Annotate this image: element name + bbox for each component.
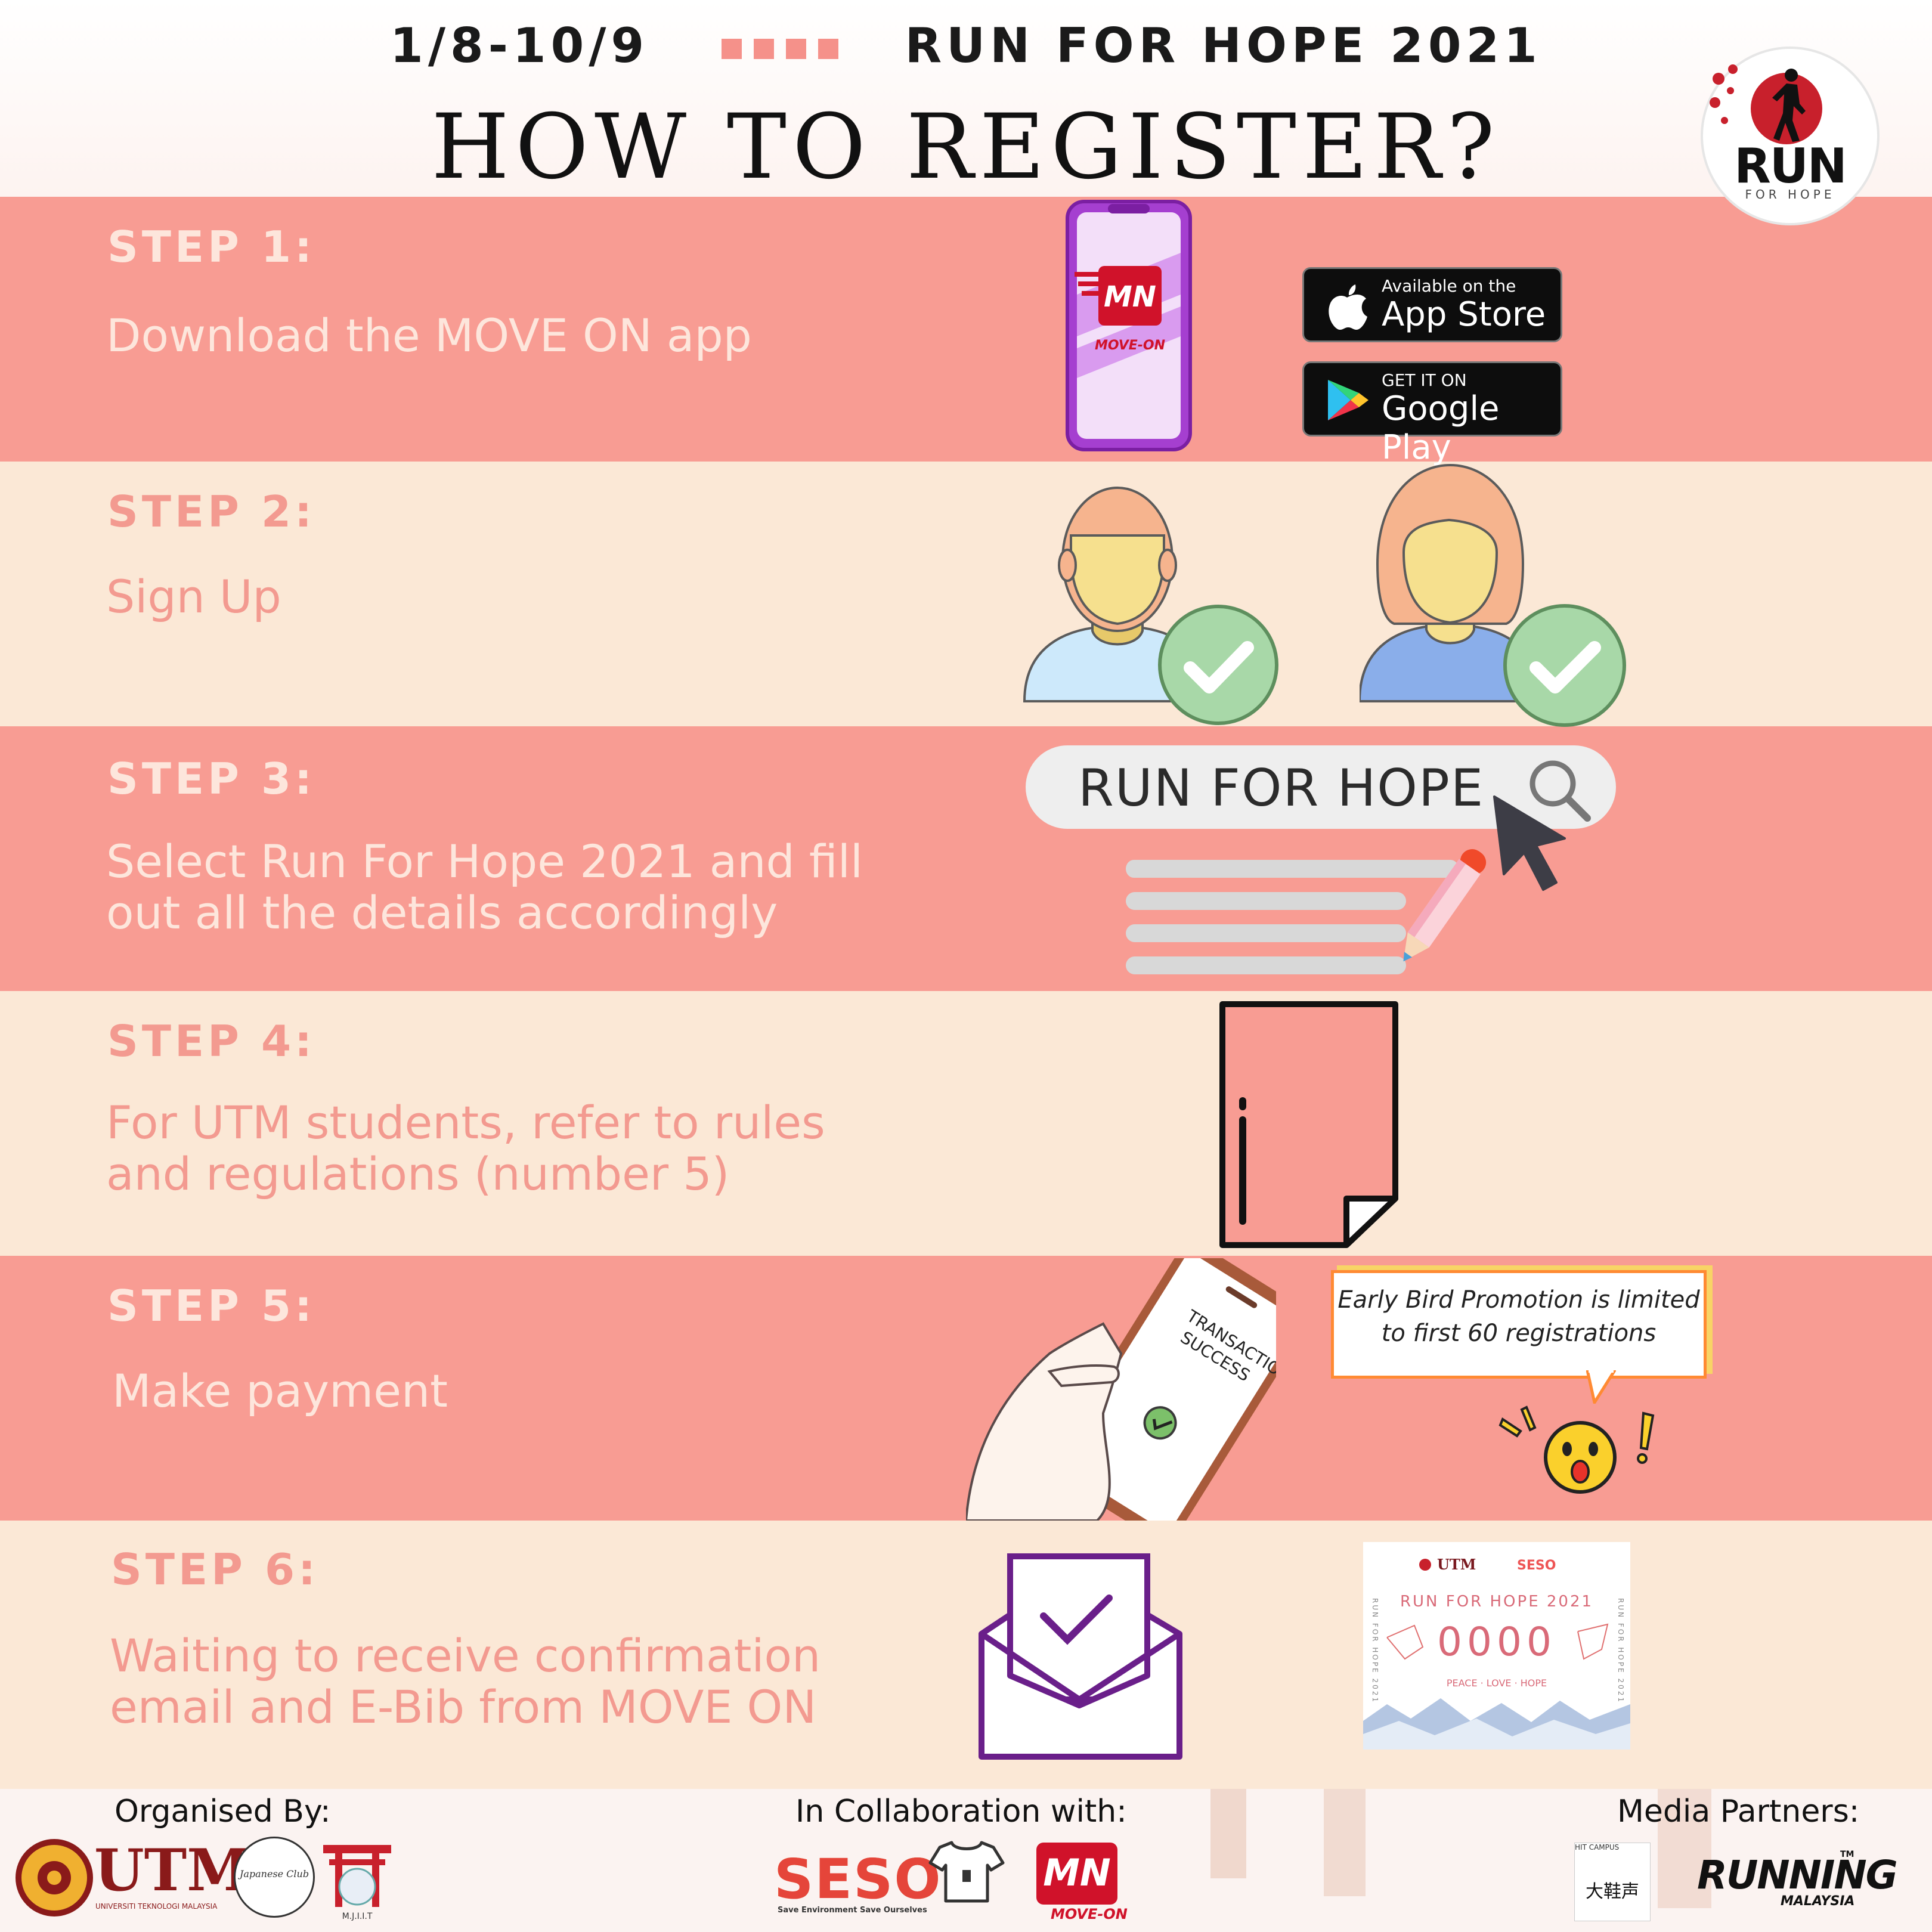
- app-store-small: Available on the: [1382, 276, 1516, 296]
- phone-app-logo: MN: [1104, 280, 1156, 314]
- hit-campus-logo: HIT CAMPUS 大鞋声: [1574, 1843, 1651, 1921]
- search-text: RUN FOR HOPE: [1078, 758, 1485, 818]
- step-3-label: STEP 3:: [107, 754, 315, 804]
- step-4-label: STEP 4:: [107, 1016, 315, 1066]
- step-5-label: STEP 5:: [107, 1281, 315, 1331]
- promo-line1: Early Bird Promotion is limited: [1337, 1286, 1700, 1314]
- mjiit-torii-icon: M.J.I.I.T: [323, 1845, 391, 1921]
- document-icon: [1219, 1001, 1398, 1248]
- app-store-button[interactable]: Available on the App Store: [1302, 267, 1562, 342]
- ebib-preview: UTM SESO RUN FOR HOPE 2021 0000 PEACE · …: [1363, 1542, 1630, 1750]
- step-4-text-line2: and regulations (number 5): [106, 1147, 730, 1200]
- running-tm: TM: [1840, 1850, 1854, 1859]
- ebib-side-left: RUN FOR HOPE 2021: [1371, 1598, 1379, 1704]
- media-partners-label: Media Partners:: [1617, 1794, 1860, 1829]
- step-4-text-line1: For UTM students, refer to rules: [106, 1096, 825, 1149]
- ebib-sponsor-utm: UTM: [1437, 1556, 1476, 1573]
- hit-campus-chinese: 大鞋声: [1586, 1881, 1639, 1902]
- step-5-text: Make payment: [112, 1364, 448, 1417]
- divider-square: [818, 39, 838, 60]
- running-malaysia-sub: MALAYSIA: [1781, 1894, 1855, 1909]
- runner-icon: [1772, 69, 1806, 142]
- hit-campus-text: HIT CAMPUS: [1575, 1843, 1620, 1852]
- run-for-hope-logo: RUN FOR HOPE: [1701, 47, 1880, 225]
- step-2-label: STEP 2:: [107, 487, 315, 537]
- step-1-band: STEP 1: Download the MOVE ON app: [0, 197, 1932, 462]
- event-line: 1/8-10/9 RUN FOR HOPE 2021: [0, 18, 1932, 73]
- google-play-button[interactable]: GET IT ON Google Play: [1302, 361, 1562, 467]
- logo-word: RUN: [1734, 138, 1847, 194]
- search-icon: [1530, 760, 1591, 822]
- ebib-tagline: PEACE · LOVE · HOPE: [1447, 1677, 1547, 1689]
- utm-logo: UTM: [94, 1837, 250, 1904]
- apple-icon: [1329, 284, 1367, 330]
- step-6-text-line1: Waiting to receive confirmation: [110, 1629, 821, 1682]
- form-lines: [1126, 860, 1459, 974]
- search-input[interactable]: RUN FOR HOPE: [1026, 745, 1616, 829]
- promo-line2: to first 60 registrations: [1381, 1320, 1657, 1347]
- ebib-sponsor-seso: SESO: [1517, 1558, 1556, 1573]
- google-play-big: Google Play: [1382, 389, 1500, 467]
- divider-square: [721, 39, 742, 60]
- japanese-club-logo: Japanese Club: [234, 1837, 315, 1918]
- organised-by-label: Organised By:: [114, 1794, 331, 1829]
- step-6-text-line2: email and E-Bib from MOVE ON: [110, 1680, 817, 1733]
- ebib-digits: 0000: [1437, 1619, 1556, 1665]
- step-3-text-line1: Select Run For Hope 2021 and fill: [106, 835, 863, 888]
- mjiit-text: M.J.I.I.T: [342, 1912, 373, 1921]
- utm-subtitle: UNIVERSITI TEKNOLOGI MALAYSIA: [95, 1902, 218, 1911]
- divider-square: [753, 39, 774, 60]
- step-2-text: Sign Up: [106, 570, 281, 623]
- step-6-band: STEP 6: Waiting to receive confirmation …: [0, 1521, 1932, 1789]
- moveon-logo: MN: [1036, 1843, 1117, 1905]
- event-name: RUN FOR HOPE 2021: [905, 18, 1542, 73]
- step-3-text-line2: out all the details accordingly: [106, 886, 778, 939]
- phone-icon: MN MOVE-ON: [1066, 200, 1192, 451]
- female-user-icon: [1360, 463, 1543, 702]
- moveon-logo-text: MN: [1043, 1851, 1111, 1894]
- moveon-label: MOVE-ON: [1051, 1906, 1128, 1922]
- ebib-side-right: RUN FOR HOPE 2021: [1617, 1598, 1625, 1704]
- pencil-icon: [1403, 849, 1487, 962]
- step-6-label: STEP 6:: [111, 1544, 319, 1594]
- page-title: HOW TO REGISTER?: [431, 95, 1501, 199]
- running-malaysia-logo: RUNNING: [1697, 1852, 1898, 1898]
- step-3-band: STEP 3: Select Run For Hope 2021 and fil…: [0, 726, 1932, 991]
- seso-subtitle: Save Environment Save Ourselves: [778, 1906, 927, 1915]
- check-icon: [1503, 604, 1626, 727]
- payment-phone-icon: TRANSACTION SUCCESS: [966, 1258, 1276, 1521]
- app-store-big: App Store: [1382, 295, 1546, 334]
- surprised-emoji-icon: [1498, 1405, 1655, 1494]
- japanese-club-text: Japanese Club: [239, 1868, 309, 1880]
- collaboration-label: In Collaboration with:: [795, 1794, 1127, 1829]
- step-1-text: Download the MOVE ON app: [106, 309, 752, 362]
- step-4-band: STEP 4: For UTM students, refer to rules…: [0, 991, 1932, 1256]
- cherry-blossom-icon: [1710, 64, 1738, 124]
- utm-crest-icon: [16, 1839, 93, 1916]
- step-2-band: STEP 2: Sign Up: [0, 462, 1932, 726]
- ebib-title: RUN FOR HOPE 2021: [1400, 1593, 1593, 1611]
- tshirt-icon: [928, 1841, 1005, 1903]
- early-bird-promo: Early Bird Promotion is limited to first…: [1331, 1270, 1707, 1379]
- date-range: 1/8-10/9: [390, 18, 649, 73]
- cursor-icon[interactable]: [1491, 793, 1568, 894]
- email-icon[interactable]: [978, 1550, 1183, 1760]
- step-1-label: STEP 1:: [107, 222, 315, 272]
- header: 1/8-10/9 RUN FOR HOPE 2021 HOW TO REGIST…: [0, 0, 1932, 199]
- seso-logo: SESO: [774, 1847, 942, 1911]
- divider-square: [785, 39, 806, 60]
- footer-background: [1210, 1789, 1711, 1908]
- check-icon: [1158, 605, 1278, 725]
- phone-app-label: MOVE-ON: [1095, 338, 1165, 353]
- speech-tail: [1586, 1370, 1616, 1404]
- logo-sub: FOR HOPE: [1745, 187, 1835, 202]
- google-play-icon: [1328, 380, 1368, 420]
- google-play-small: GET IT ON: [1382, 370, 1467, 390]
